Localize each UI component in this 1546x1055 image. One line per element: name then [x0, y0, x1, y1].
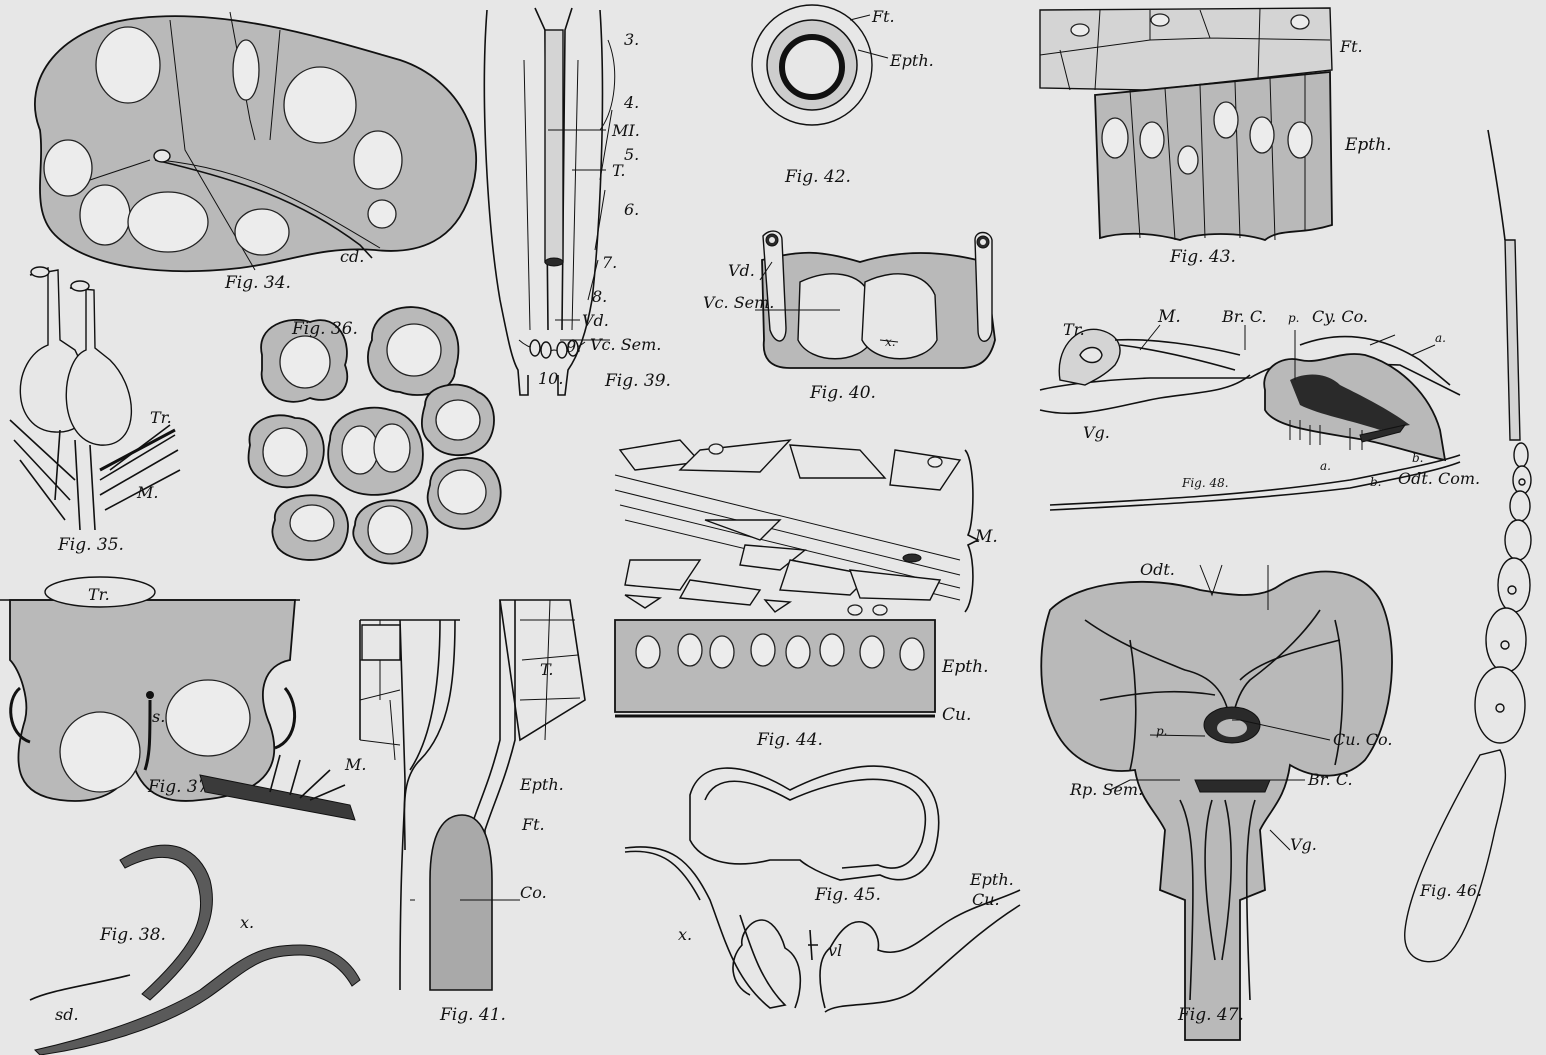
fig35-caption: Fig. 35.: [57, 535, 124, 555]
fig48-label-p: p.: [1288, 311, 1300, 325]
fig45-label-cu: Cu.: [972, 890, 1000, 909]
fig40-label-x: x.: [885, 335, 896, 349]
fig47-label-rpsem: Rp. Sem.: [1069, 780, 1143, 799]
fig36: Fig. 36.: [248, 307, 500, 563]
fig37-label-tr: Tr.: [88, 585, 110, 604]
fig48-label-vg: Vg.: [1083, 423, 1110, 442]
fig42-label-epth: Epth.: [889, 51, 934, 70]
fig39-seg-9: 9.: [566, 337, 581, 356]
fig47-label-p: p.: [1156, 724, 1168, 738]
fig43: Ft. Epth. Fig. 43.: [1040, 8, 1391, 267]
fig34-label-cd: cd.: [340, 247, 364, 266]
fig46: Fig. 46.: [1405, 130, 1531, 962]
fig41-label-co: Co.: [520, 883, 547, 902]
fig41-label-t: T.: [540, 660, 553, 679]
fig41-label-epth: Epth.: [519, 775, 564, 794]
fig38-caption: Fig. 38.: [99, 925, 166, 945]
fig48: Tr. M. Br. C. p. Cy. Co. a. Vg. b. a. b.…: [1040, 307, 1480, 510]
fig40-label-vcsem: Vc. Sem.: [703, 293, 774, 312]
fig38-label-m: M.: [344, 755, 366, 774]
fig35: Tr. M. Fig. 35.: [10, 267, 180, 555]
fig48-label-a2: a.: [1320, 459, 1331, 473]
fig39-seg-7: 7.: [602, 253, 617, 272]
fig44: M. Epth. Cu. Fig. 44.: [615, 440, 998, 750]
fig39-seg-8: 8.: [592, 287, 607, 306]
fig39-seg-6: 6.: [624, 200, 639, 219]
fig47-label-cuco: Cu. Co.: [1333, 730, 1392, 749]
fig48-label-tr: Tr.: [1063, 320, 1085, 339]
fig39-label-t: T.: [612, 161, 625, 180]
fig47: Odt. Cu. Co. p. Br. C. Rp. Sem. Vg. Fig.…: [1041, 560, 1392, 1040]
fig45-caption: Fig. 45.: [814, 885, 881, 905]
fig37: Tr. s. Fig. 37.: [0, 577, 300, 801]
fig37-label-s: s.: [152, 707, 165, 726]
fig39: 3. 4. 5. 6. 7. 8. 9. 10. MI. T. Vd. Vc. …: [484, 8, 671, 395]
fig40: Vd. Vc. Sem. x. Fig. 40.: [703, 231, 995, 403]
fig39-label-mi: MI.: [611, 121, 640, 140]
fig46-caption: Fig. 46.: [1419, 881, 1482, 900]
fig42-caption: Fig. 42.: [784, 167, 851, 187]
fig43-caption: Fig. 43.: [1169, 247, 1236, 267]
fig44-label-cu: Cu.: [942, 705, 971, 725]
fig43-label-epth: Epth.: [1344, 135, 1391, 155]
fig38-label-x: x.: [240, 913, 254, 932]
fig39-seg-3: 3.: [624, 30, 639, 49]
fig47-caption: Fig. 47.: [1177, 1005, 1244, 1025]
fig41: T. Epth. Ft. Co. Fig. 41.: [360, 600, 585, 1025]
fig48-label-cyco: Cy. Co.: [1312, 307, 1368, 326]
fig41-caption: Fig. 41.: [439, 1005, 506, 1025]
fig47-label-odt: Odt.: [1140, 560, 1175, 579]
fig48-label-b: b.: [1412, 451, 1424, 465]
fig48-label-m: M.: [1157, 307, 1181, 327]
fig42: Ft. Epth. Fig. 42.: [752, 5, 934, 187]
fig40-caption: Fig. 40.: [809, 383, 876, 403]
fig44-caption: Fig. 44.: [756, 730, 823, 750]
fig48-label-odtcom: Odt. Com.: [1398, 469, 1480, 488]
fig39-seg-5: 5.: [624, 145, 639, 164]
fig36-cells: [248, 307, 500, 563]
fig47-label-brc: Br. C.: [1307, 770, 1353, 789]
fig40-label-vd: Vd.: [728, 261, 755, 280]
fig45: x. vl Epth. Cu. Fig. 45.: [625, 766, 1020, 1012]
fig35-label-tr: Tr.: [150, 408, 172, 427]
fig39-caption: Fig. 39.: [604, 371, 671, 391]
fig42-label-ft: Ft.: [871, 7, 895, 26]
fig44-muscle-cells: [620, 440, 960, 612]
fig45-label-vl: vl: [828, 941, 842, 960]
fig34: cd. Fig. 34.: [35, 12, 476, 293]
fig39-label-vd: Vd.: [582, 311, 609, 330]
fig48-label-brc: Br. C.: [1221, 307, 1267, 326]
fig35-label-m: M.: [136, 483, 158, 502]
fig41-label-ft: Ft.: [521, 815, 545, 834]
fig47-label-vg: Vg.: [1290, 835, 1317, 854]
fig43-label-ft: Ft.: [1339, 37, 1363, 56]
fig36-caption: Fig. 36.: [291, 319, 358, 339]
fig48-label-a: a.: [1435, 331, 1446, 345]
fig34-caption: Fig. 34.: [224, 273, 291, 293]
fig39-seg-10: 10.: [538, 369, 563, 388]
fig44-label-m: M.: [974, 527, 998, 547]
fig38-label-sd: sd.: [55, 1005, 79, 1024]
fig44-label-epth: Epth.: [941, 657, 988, 677]
fig39-label-vcsem: Vc. Sem.: [590, 335, 661, 354]
fig48-caption: Fig. 48.: [1181, 476, 1229, 490]
fig48-label-b2: b.: [1370, 475, 1382, 489]
fig39-seg-4: 4.: [623, 93, 639, 112]
fig45-label-x: x.: [678, 925, 692, 944]
fig45-label-epth: Epth.: [969, 870, 1014, 889]
